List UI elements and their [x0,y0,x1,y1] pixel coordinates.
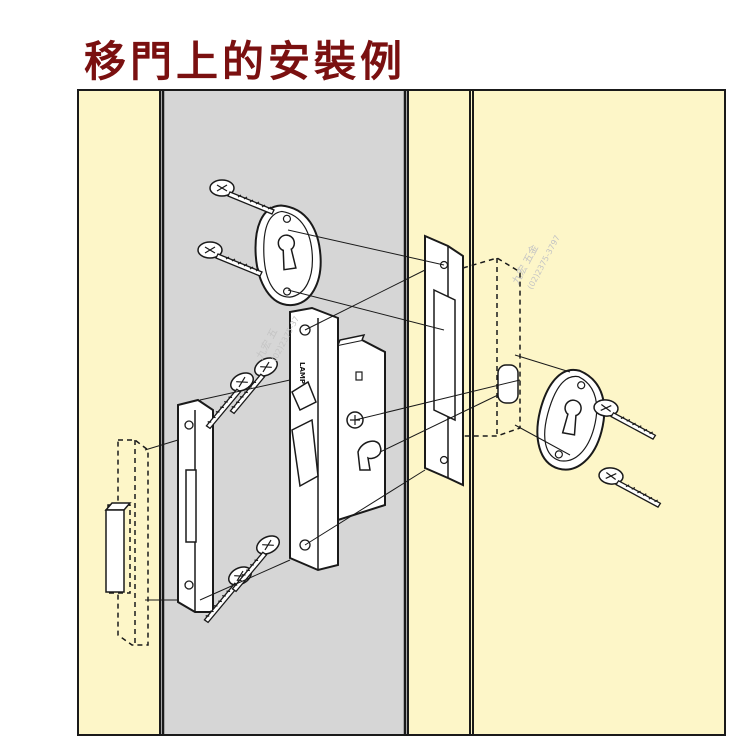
lock-brand-label: LAMP [298,362,306,384]
mortise-lock-body [289,306,386,572]
alignment-lines [144,229,571,601]
right-key-cylinder-hole [497,364,519,404]
right-mortise-outline [462,257,521,437]
edge-plate [424,234,464,487]
left-mortise-slot [104,502,132,593]
left-door-panel [77,89,161,736]
strike-plate [177,398,214,613]
page-title: 移門上的安裝例 [84,37,407,86]
